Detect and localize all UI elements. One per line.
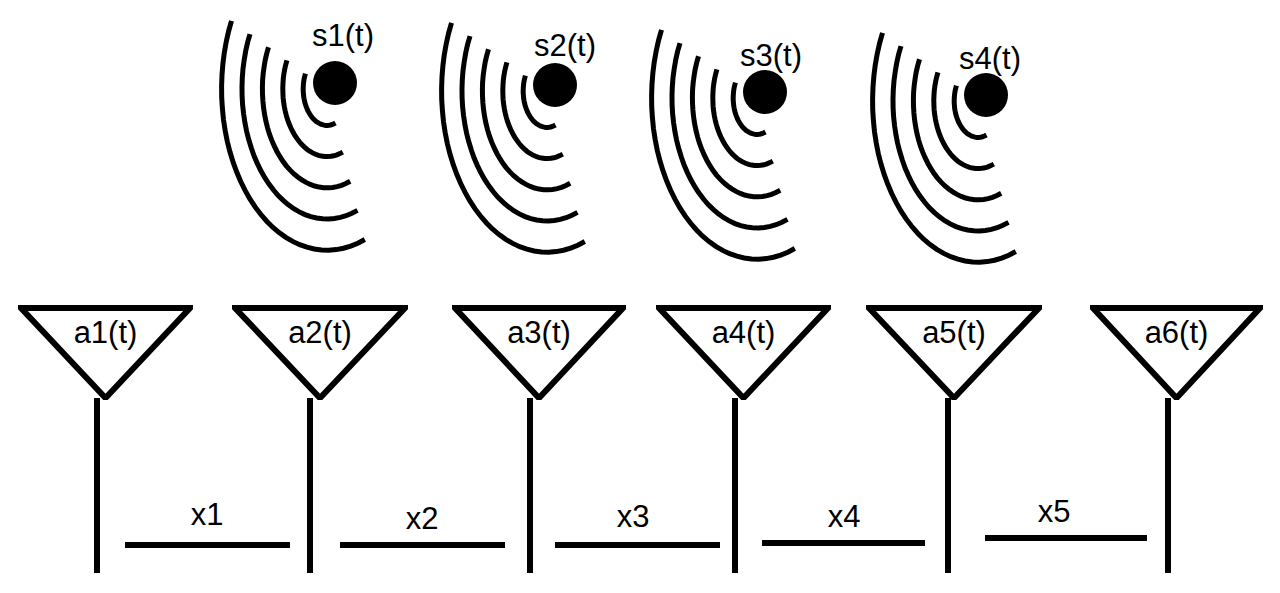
wave-arc	[503, 62, 563, 158]
spacing-line	[340, 542, 505, 548]
spacing-label: x2	[406, 503, 439, 534]
antenna-triangle: a1(t)	[18, 305, 193, 400]
wave-arc	[222, 21, 365, 250]
antenna-stem	[307, 398, 313, 573]
source-label: s3(t)	[740, 40, 802, 71]
antenna-stems	[97, 398, 1168, 573]
antenna-label: a1(t)	[18, 317, 193, 348]
source-dot	[533, 63, 577, 107]
antenna-stem	[1165, 398, 1171, 573]
antenna-stem	[94, 398, 100, 573]
wave-arc	[482, 49, 570, 190]
wave-arc	[733, 83, 765, 135]
antenna-label: a2(t)	[232, 317, 408, 348]
wave-arc	[242, 34, 358, 219]
wave-arc	[893, 46, 1009, 231]
source-dot	[313, 61, 357, 105]
antenna-triangle: a4(t)	[656, 305, 831, 400]
spacing-line	[762, 540, 925, 546]
wave-arc	[283, 60, 343, 156]
antenna-label: a3(t)	[452, 317, 626, 348]
antenna-stem	[527, 398, 533, 573]
spacing-line	[985, 535, 1147, 541]
antenna-stem	[732, 398, 738, 573]
antenna-label: a6(t)	[1090, 317, 1263, 348]
wave-arc	[462, 36, 578, 221]
antenna-triangle: a2(t)	[232, 305, 408, 400]
spacing-lines	[125, 538, 1147, 545]
spacing-line	[125, 542, 290, 548]
source-label: s4(t)	[959, 43, 1021, 74]
source-dot	[743, 70, 787, 114]
spacing-label: x4	[828, 501, 861, 532]
wave-arc	[672, 43, 788, 228]
wave-arc	[954, 86, 986, 138]
antenna-label: a5(t)	[866, 317, 1042, 348]
antenna-triangle: a6(t)	[1090, 305, 1263, 400]
wave-arc	[523, 76, 555, 128]
antenna-triangle: a3(t)	[452, 305, 626, 400]
antenna-stem	[945, 398, 951, 573]
source-dot	[964, 73, 1008, 117]
wave-arc	[713, 69, 773, 165]
wave-arc	[303, 74, 335, 126]
source-dots	[313, 61, 1008, 117]
spacing-label: x1	[191, 499, 224, 530]
wave-arc	[913, 59, 1001, 200]
wave-arc	[692, 56, 780, 197]
spacing-label: x3	[617, 501, 650, 532]
source-label: s2(t)	[534, 30, 596, 61]
spacing-line	[555, 542, 720, 548]
source-label: s1(t)	[312, 20, 374, 51]
spacing-label: x5	[1038, 496, 1071, 527]
wave-arc	[934, 72, 994, 168]
wave-arc	[262, 47, 350, 188]
antenna-triangle: a5(t)	[866, 305, 1042, 400]
wave-arcs	[222, 21, 1016, 262]
antenna-label: a4(t)	[656, 317, 831, 348]
